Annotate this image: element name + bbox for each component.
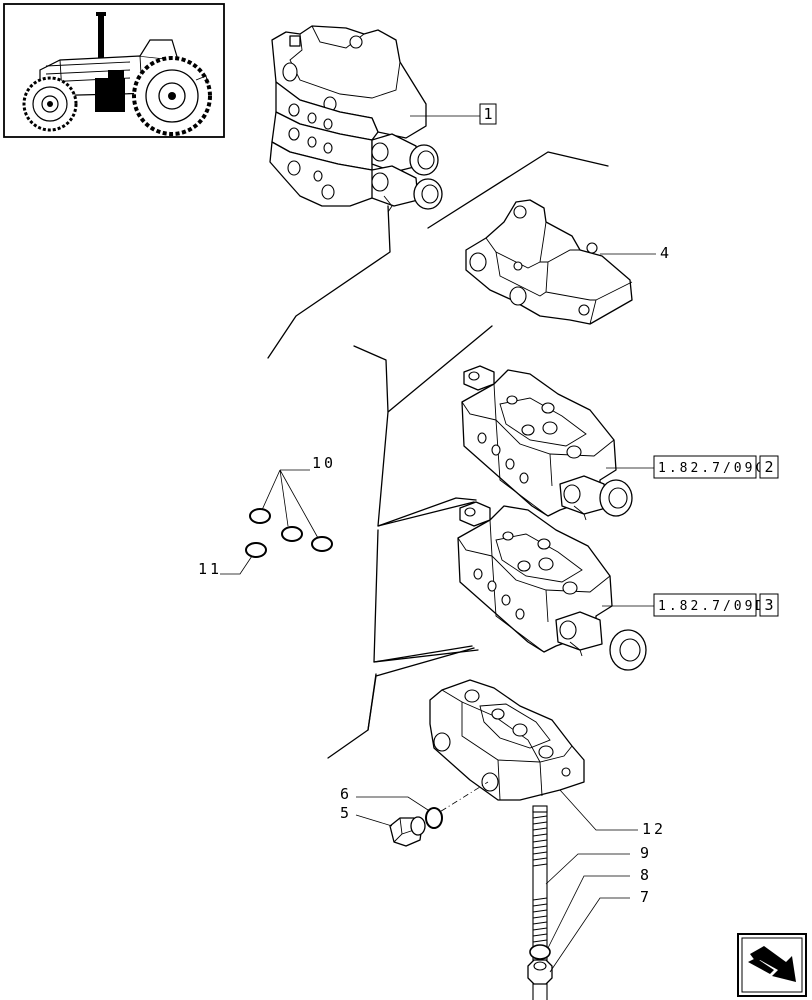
reference-3-code[interactable]: 1.82.7/09D — [658, 599, 766, 614]
valve-assembly-part-1 — [269, 25, 443, 213]
callout-1: 1 — [479, 103, 497, 125]
callout-6-label: 6 — [340, 785, 349, 803]
plug-part-5 — [389, 816, 426, 847]
valve-section-part-3 — [457, 501, 647, 671]
seal-rings-part-10 — [249, 508, 333, 552]
next-page-arrow-icon[interactable] — [737, 933, 807, 997]
tractor-thumbnail — [3, 3, 225, 138]
callout-9-label: 9 — [640, 844, 649, 862]
callout-12-label: 12 — [642, 820, 666, 838]
washer-part-8 — [529, 944, 551, 960]
rear-wheel-icon — [132, 56, 212, 136]
end-plate-part-12 — [429, 679, 585, 801]
callout-11-label: 11 — [198, 560, 222, 578]
exploded-view-guide-lines — [267, 151, 609, 759]
callout-7-label: 7 — [640, 888, 649, 906]
reference-callout-2[interactable]: 1.82.7/09C 2 — [653, 455, 779, 479]
seal-ring-part-11 — [245, 542, 267, 558]
callout-3-label: 3 — [764, 596, 773, 614]
callout-5-label: 5 — [340, 804, 349, 822]
reference-callout-3[interactable]: 1.82.7/09D 3 — [653, 593, 779, 617]
leader-lines — [220, 115, 656, 973]
callout-10-label: 10 — [312, 454, 336, 472]
callout-2-label: 2 — [764, 458, 773, 476]
inlet-cover-part-4 — [465, 199, 633, 325]
callout-1-label: 1 — [483, 105, 492, 123]
valve-section-part-2 — [461, 365, 633, 521]
reference-2-code[interactable]: 1.82.7/09C — [658, 461, 766, 476]
front-wheel-icon — [22, 76, 78, 132]
callout-8-label: 8 — [640, 866, 649, 884]
o-ring-part-6 — [425, 807, 443, 829]
callout-4-label: 4 — [660, 244, 669, 262]
nut-part-7 — [527, 959, 553, 985]
